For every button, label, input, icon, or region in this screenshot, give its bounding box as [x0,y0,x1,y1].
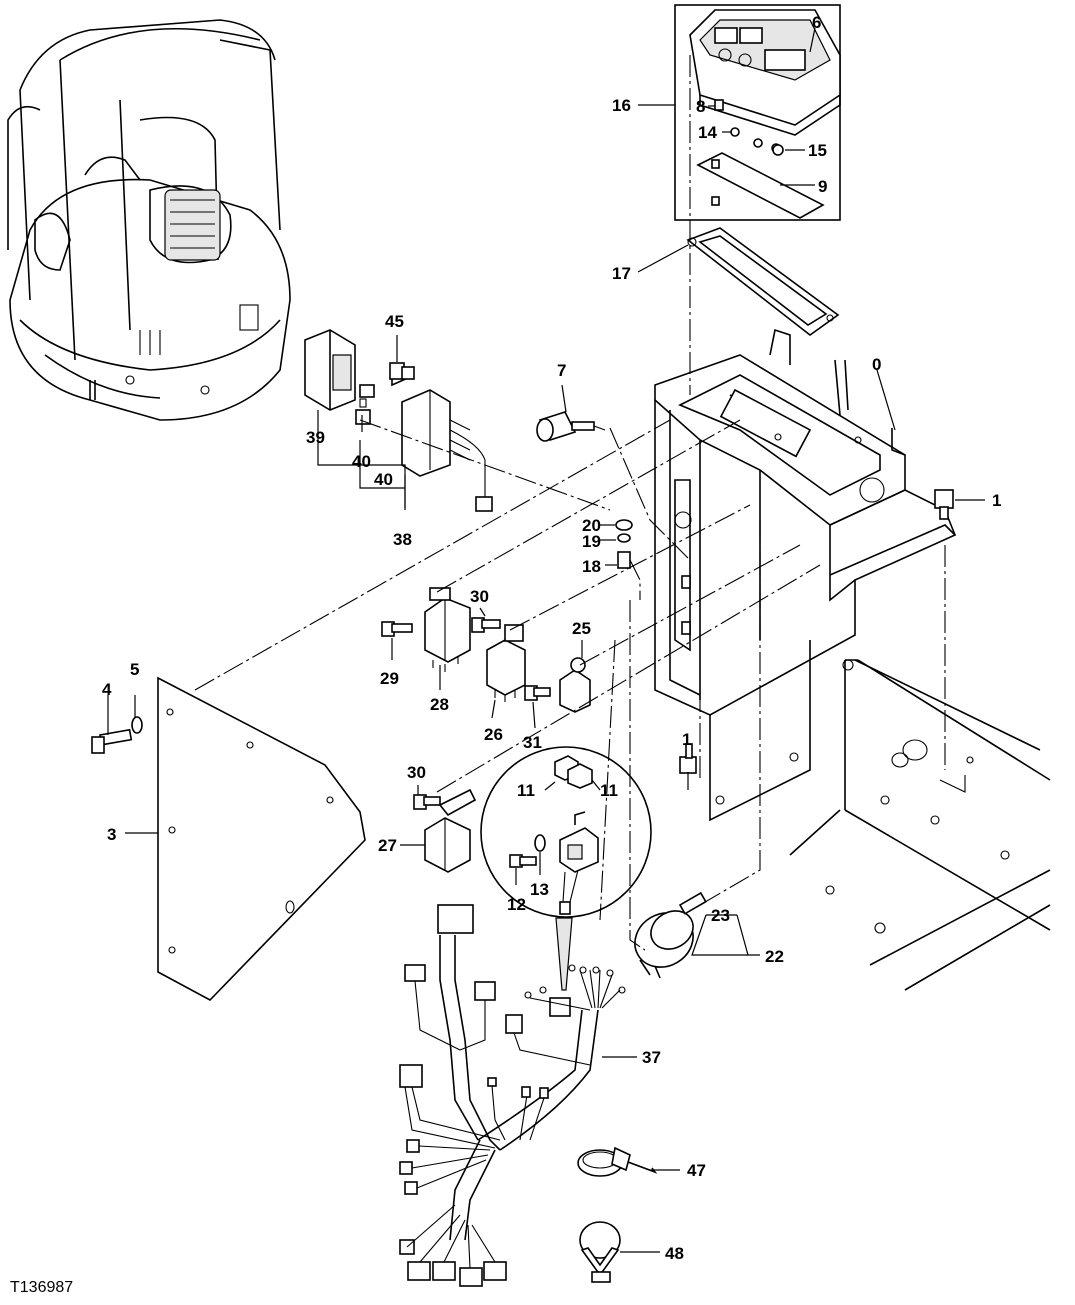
clamp-48 [579,1221,621,1283]
key-switch-22 [634,891,707,979]
callout-3: 3 [107,825,116,844]
excavator-overview-drawing [7,19,291,421]
bolt-1-upper [934,489,954,520]
relay-28 [424,587,471,672]
callout-0: 0 [872,355,881,374]
gasket-17 [686,227,840,336]
callout-17: 17 [612,264,631,283]
wiring-harness-37 [399,904,626,1287]
callout-28: 28 [430,695,449,714]
band-clamp-47 [577,1146,658,1177]
callout-25: 25 [572,619,591,638]
bolt-30-lower [413,794,441,810]
bolt-29 [381,621,413,637]
monitor-assembly [674,4,841,221]
callout-20: 20 [582,516,601,535]
callout-40-right: 40 [374,470,393,489]
callout-40-left: 40 [352,452,371,471]
callout-1-upper: 1 [992,491,1001,510]
assembly-centerlines [194,55,946,951]
callout-23: 23 [711,906,730,925]
main-bracket-frame [654,328,957,822]
washers-18-20 [615,519,633,569]
callout-7: 7 [557,361,566,380]
bolt-45 [389,362,415,380]
callout-29: 29 [380,669,399,688]
relay-27 [424,788,477,873]
callout-labels: 0 1 1 3 4 5 6 7 8 9 11 11 12 13 14 15 16… [102,13,1001,1263]
connector-40 [355,384,375,425]
bolt-31 [524,685,551,701]
callout-12: 12 [507,895,526,914]
callout-22: 22 [765,947,784,966]
callout-1-lower: 1 [682,730,691,749]
callout-11-right: 11 [600,781,618,800]
callout-16: 16 [612,96,631,115]
relay-holder-39 [304,329,356,411]
callout-15: 15 [808,141,827,160]
callout-6: 6 [812,13,821,32]
callout-4: 4 [102,680,112,699]
callout-9: 9 [818,177,827,196]
callout-31: 31 [523,733,542,752]
figure-id-label: T136987 [10,1279,73,1296]
callout-26: 26 [484,725,503,744]
callout-8: 8 [696,97,705,116]
cover-plate-3 [157,676,366,1001]
callout-30-upper: 30 [470,587,489,606]
fuse-detail-circle [480,746,652,918]
callout-11-left: 11 [517,781,535,800]
callout-14: 14 [698,123,717,142]
callout-45: 45 [385,312,404,331]
bolt-30-upper [471,617,501,633]
callout-37: 37 [642,1048,661,1067]
callout-13: 13 [530,880,549,899]
callout-47: 47 [687,1161,706,1180]
relay-25 [559,657,591,713]
callout-38: 38 [393,530,412,549]
callout-18: 18 [582,557,601,576]
callout-30-lower: 30 [407,763,426,782]
bolt-4-washer-5 [91,716,143,754]
controller-38 [391,366,493,512]
callout-39: 39 [306,428,325,447]
relay-26 [486,624,526,702]
callout-19: 19 [582,532,601,551]
callout-27: 27 [378,836,397,855]
switch-7 [536,411,606,442]
callout-leader-lines [107,27,985,1253]
machine-floor-platform [789,659,1051,991]
callout-5: 5 [130,660,139,679]
callout-48: 48 [665,1244,684,1263]
